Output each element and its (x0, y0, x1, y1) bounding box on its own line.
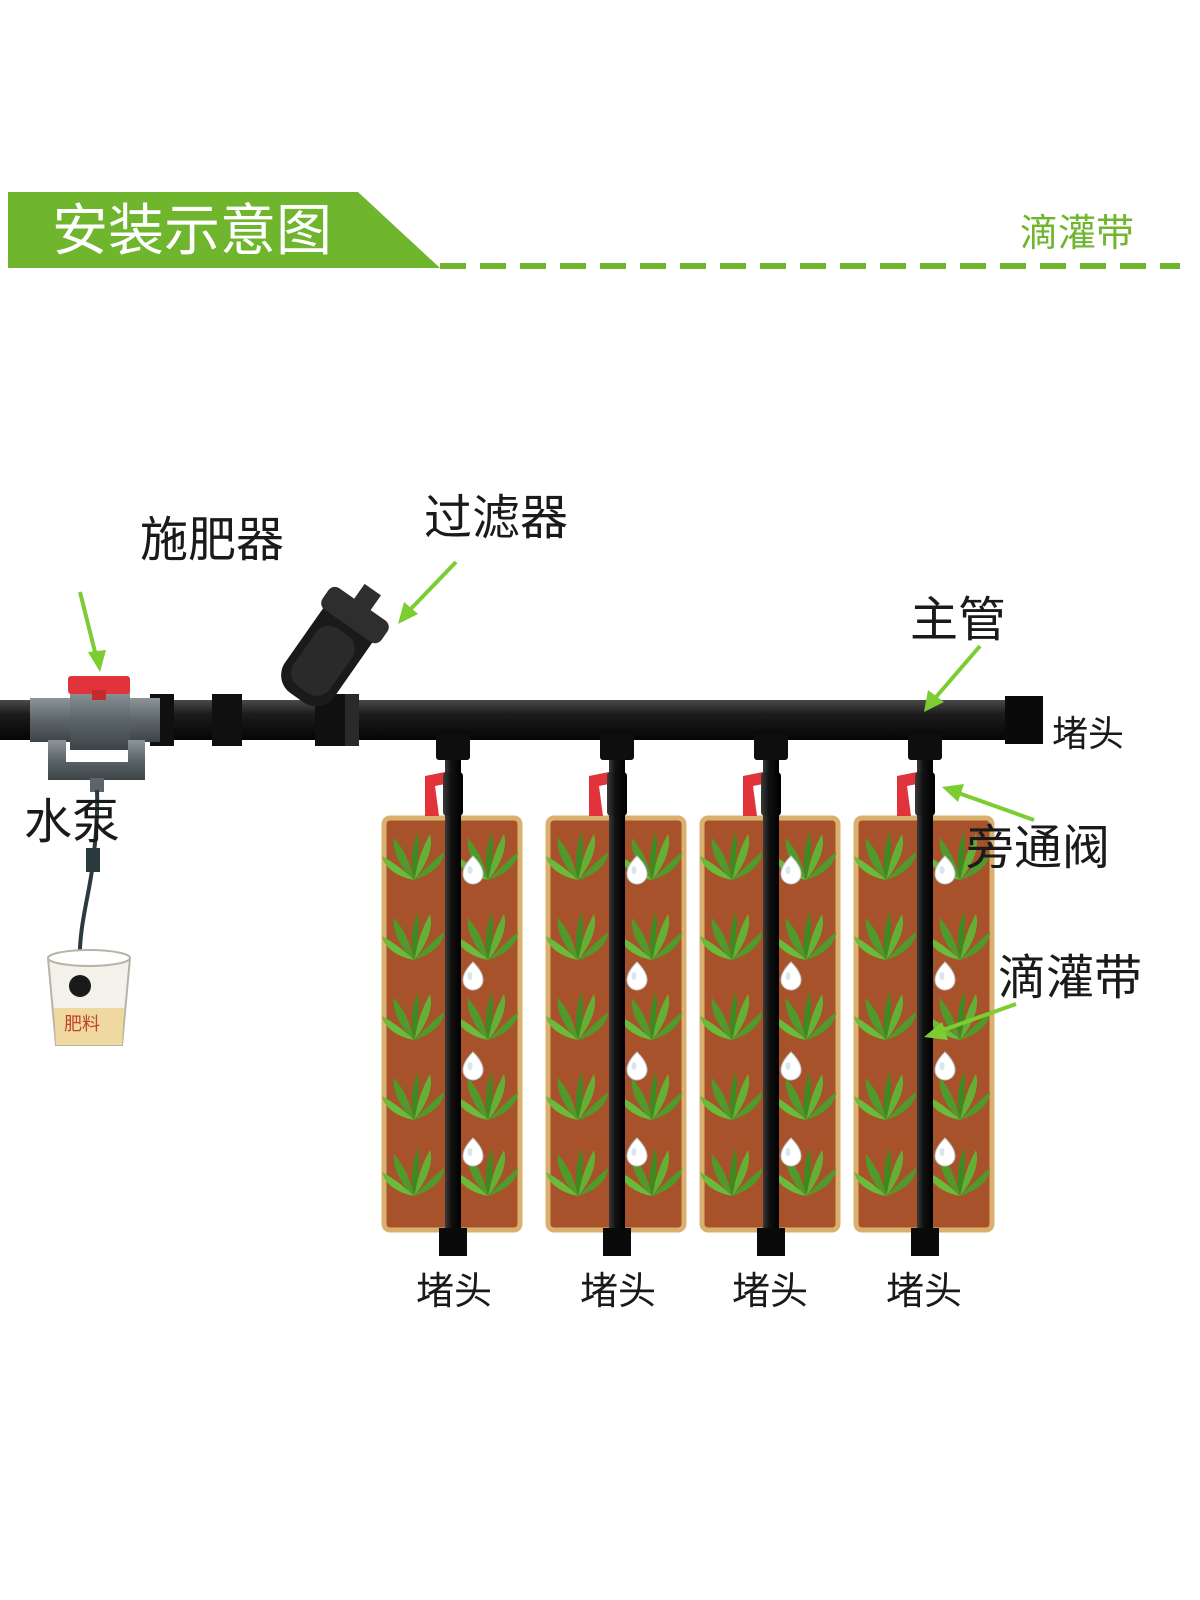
drip-tape (763, 740, 779, 1240)
filter-icon (281, 583, 389, 707)
label-end-cap-branch: 堵头 (580, 1269, 656, 1313)
bucket-icon: 肥料 (46, 949, 132, 1046)
arrow-icon (924, 644, 982, 712)
header-title: 安装示意图 (52, 199, 332, 264)
main-end-cap (1005, 696, 1043, 744)
label-main-pipe: 主管 (910, 592, 1006, 648)
drip-tape (917, 740, 933, 1240)
label-water-pump: 水泵 (24, 794, 120, 850)
end-cap (911, 1228, 939, 1256)
bypass-valves (425, 772, 935, 816)
label-fertilizer-injector: 施肥器 (140, 512, 284, 568)
end-cap (603, 1228, 631, 1256)
label-end-cap-branch: 堵头 (886, 1269, 962, 1313)
end-cap (757, 1228, 785, 1256)
arrow-icon (942, 784, 1035, 822)
valve-icon (68, 676, 130, 694)
suction-hose (77, 789, 100, 969)
header-right-label: 滴灌带 (1020, 211, 1134, 255)
arrows (78, 560, 1035, 1040)
drip-tape (445, 740, 461, 1240)
pump-assembly (30, 676, 160, 792)
drip-tape (609, 740, 625, 1240)
label-end-cap-branch: 堵头 (732, 1269, 808, 1313)
arrow-icon (78, 591, 106, 672)
main-pipe (0, 694, 1030, 746)
arrow-icon (398, 560, 458, 624)
label-filter: 过滤器 (424, 490, 568, 546)
branch-end-caps (439, 1228, 939, 1256)
bucket-label: 肥料 (64, 1014, 100, 1035)
arrow-icon (924, 1002, 1017, 1040)
tee-fittings (436, 734, 942, 760)
label-bypass-valve: 旁通阀 (966, 820, 1110, 876)
header-banner: 安装示意图 滴灌带 (8, 192, 1180, 269)
drip-tapes (445, 740, 933, 1240)
label-end-cap-main: 堵头 (1052, 714, 1124, 755)
label-drip-tape: 滴灌带 (998, 950, 1142, 1006)
label-end-cap-branch: 堵头 (416, 1269, 492, 1313)
end-cap (439, 1228, 467, 1256)
